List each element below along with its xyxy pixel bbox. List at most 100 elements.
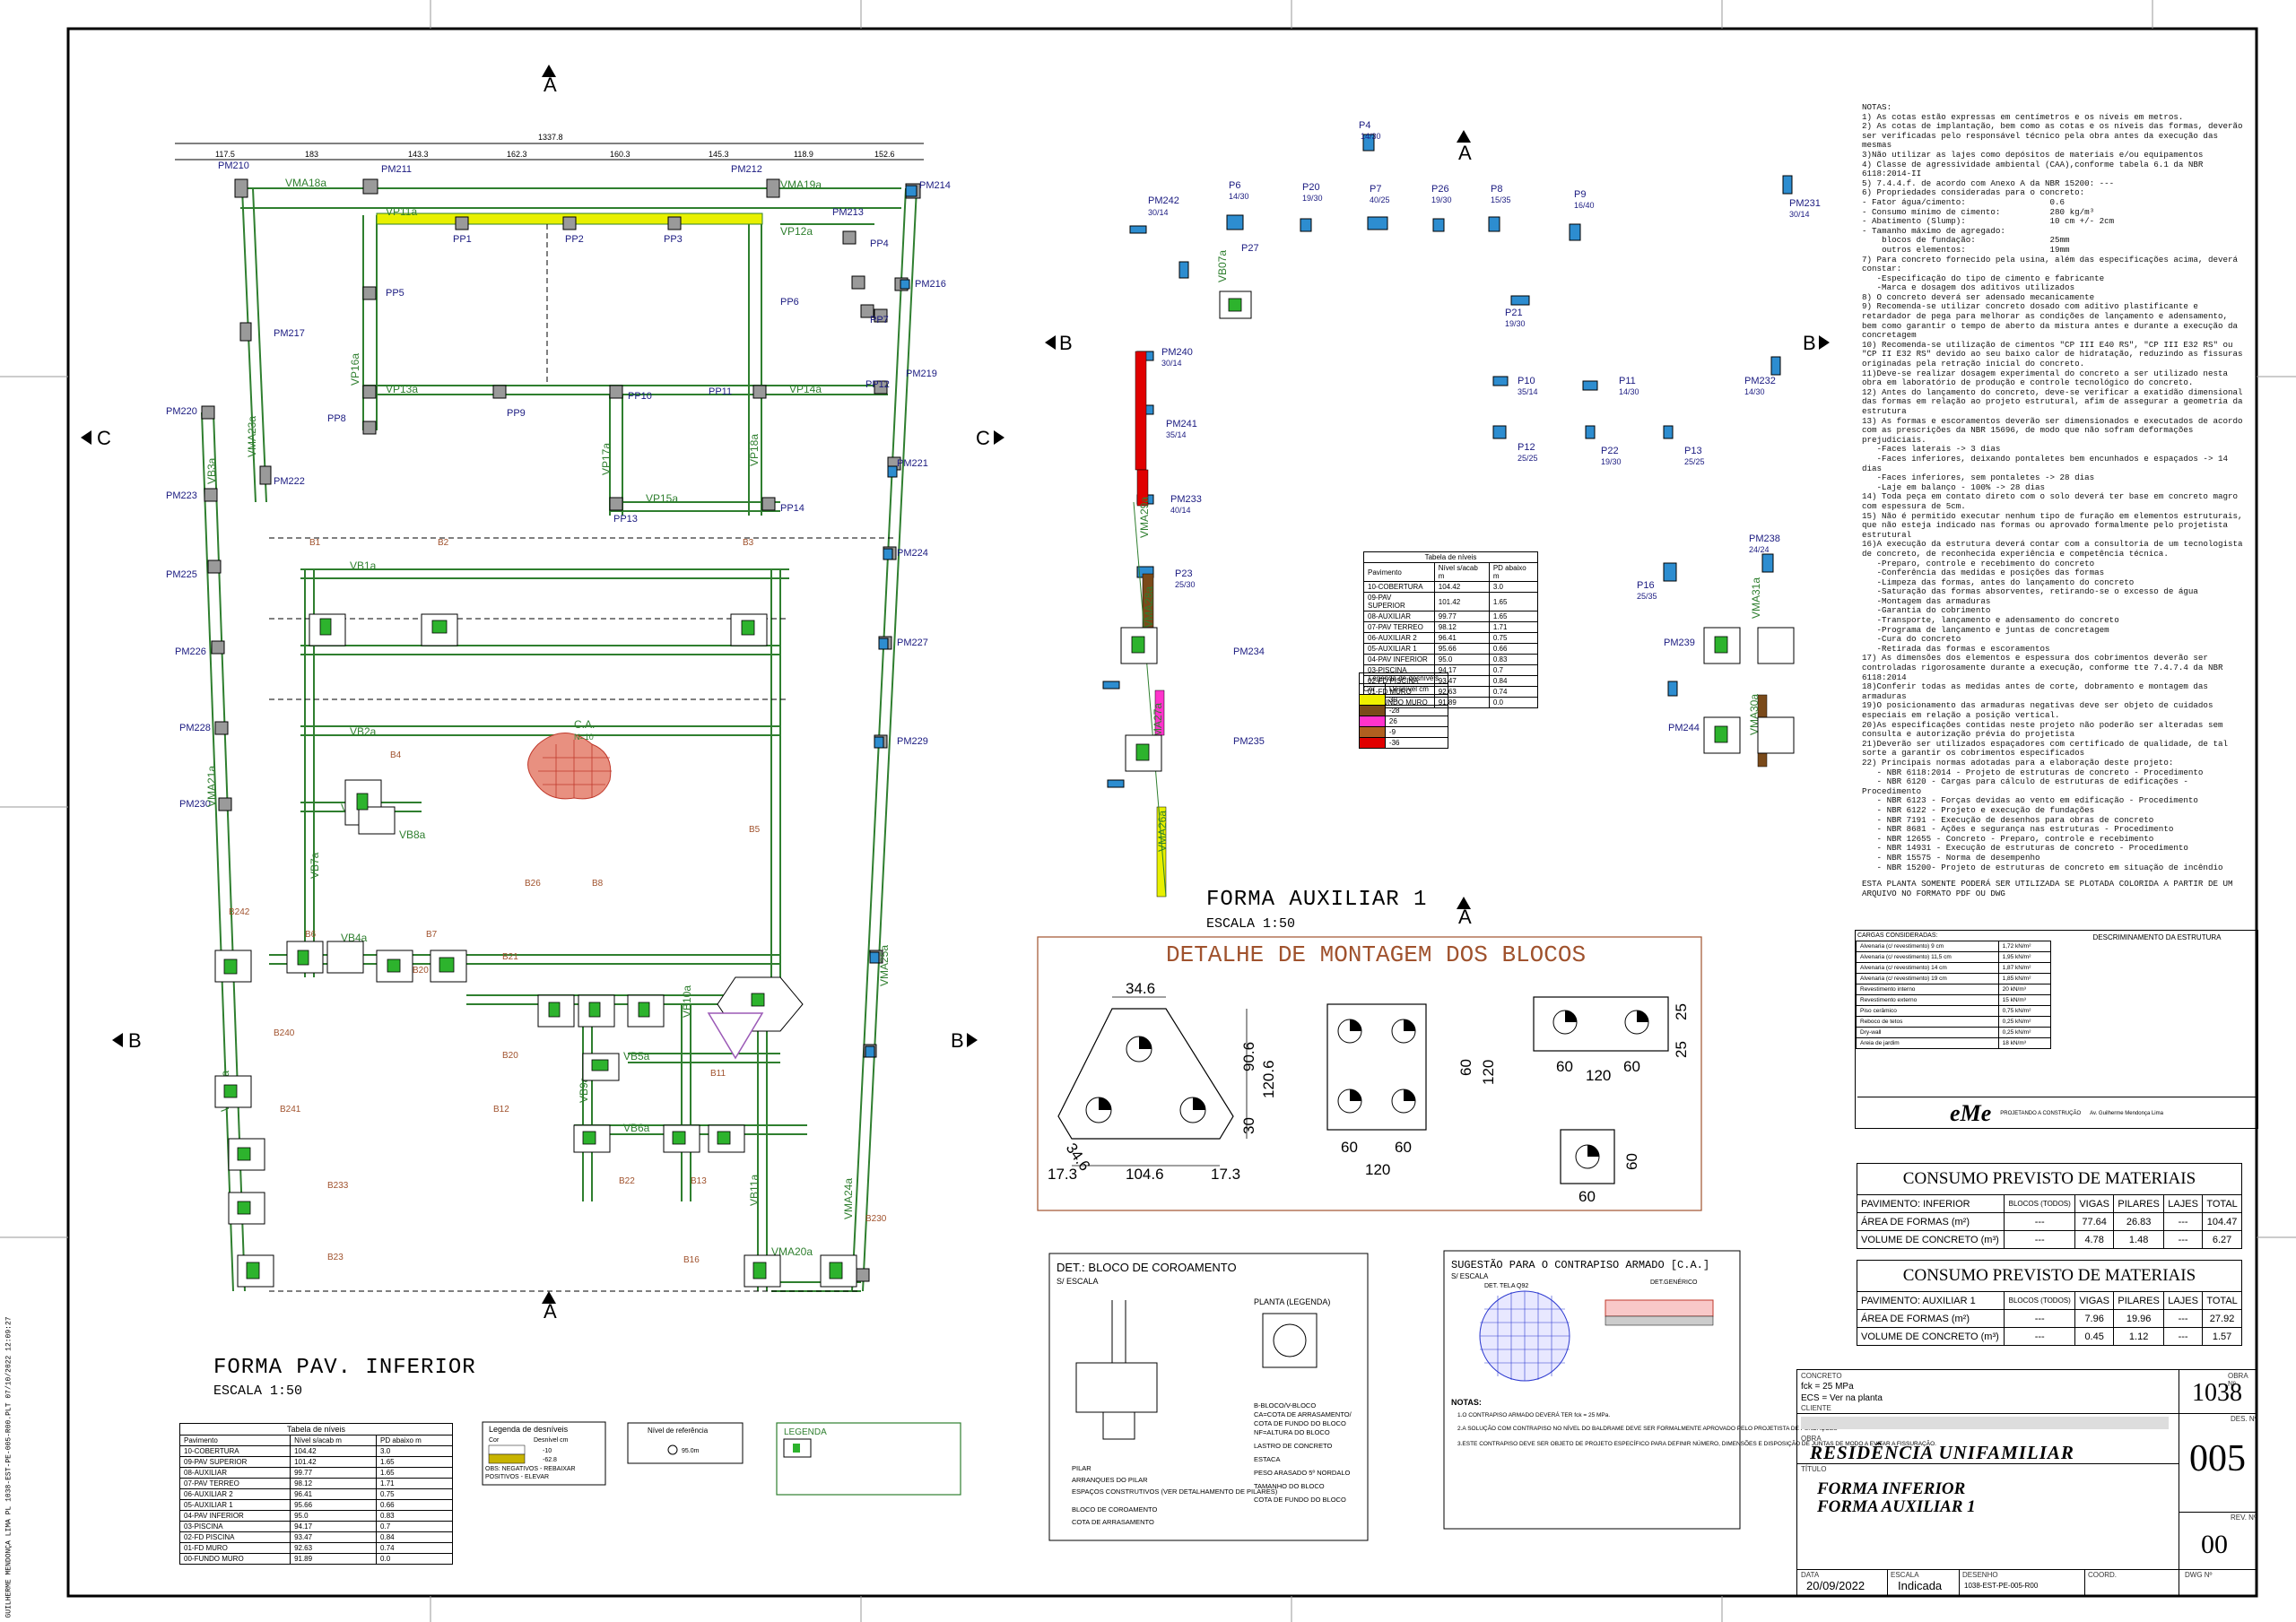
svg-text:15/35: 15/35	[1491, 195, 1511, 204]
svg-text:P20: P20	[1302, 182, 1320, 193]
svg-text:C: C	[976, 427, 990, 449]
svg-text:60: 60	[1457, 1059, 1474, 1076]
svg-text:25/35: 25/35	[1637, 592, 1657, 601]
svg-text:34.6: 34.6	[1126, 980, 1155, 997]
svg-text:PM240: PM240	[1161, 347, 1193, 358]
note-line: - Fator água/cimento: 0.6	[1862, 196, 2066, 207]
svg-text:PP7: PP7	[870, 315, 889, 325]
svg-text:PP11: PP11	[709, 386, 732, 397]
svg-text:120.6: 120.6	[1260, 1060, 1277, 1098]
svg-text:PM221: PM221	[897, 458, 928, 469]
note-line: -Preparo, controle e recebimento do conc…	[1862, 558, 2095, 568]
note-line: -Programa de lançamento e juntas de conc…	[1862, 624, 2109, 635]
forma-auxiliar-scale: ESCALA 1:50	[1206, 916, 1296, 932]
svg-text:30: 30	[1240, 1117, 1257, 1134]
svg-text:-62.8: -62.8	[543, 1457, 557, 1463]
svg-text:VB9a: VB9a	[578, 1076, 590, 1103]
note-line: - NBR 8681 - Ações e segurança nas estru…	[1862, 824, 2174, 835]
svg-text:19/30: 19/30	[1302, 194, 1323, 203]
svg-text:PP2: PP2	[565, 234, 584, 245]
note-line: -Transporte, lançamento e adensamento do…	[1862, 615, 2119, 626]
svg-text:PP10: PP10	[628, 391, 652, 402]
note-line: 19)O posicionamento das armaduras negati…	[1862, 700, 2218, 720]
svg-text:PM225: PM225	[166, 569, 197, 580]
svg-text:14/30: 14/30	[1744, 387, 1765, 396]
cargas-box: CARGAS CONSIDERADAS: Alvenaria (c/ reves…	[1855, 930, 2258, 1129]
svg-text:-10: -10	[543, 1448, 552, 1454]
note-line: 18)Conferir todas as medidas antes de co…	[1862, 681, 2213, 701]
svg-text:PM229: PM229	[897, 736, 928, 747]
svg-text:B11: B11	[710, 1069, 726, 1079]
svg-text:S/ ESCALA: S/ ESCALA	[1451, 1272, 1489, 1280]
svg-text:P22: P22	[1601, 446, 1619, 456]
note-line: 4) Classe de agressividade ambiental (CA…	[1862, 159, 2208, 179]
svg-text:PLANTA (LEGENDA): PLANTA (LEGENDA)	[1254, 1297, 1330, 1306]
revision-number: 00	[2201, 1530, 2228, 1559]
svg-text:PM227: PM227	[897, 638, 928, 648]
company-logo: eMe	[1950, 1099, 1992, 1126]
svg-text:60: 60	[1578, 1188, 1596, 1205]
note-line: 11)Deve-se realizar dosagem experimental…	[1862, 368, 2233, 388]
svg-text:143.3: 143.3	[408, 150, 429, 159]
svg-text:Nível de referência: Nível de referência	[648, 1427, 709, 1435]
svg-text:B2: B2	[438, 538, 449, 548]
note-line: 12) Antes do lançamento do concreto, dev…	[1862, 386, 2248, 416]
note-line: 10) Recomenda-se utilização de cimentos …	[1862, 339, 2248, 369]
note-line: -Faces inferiores, sem pontaletes -> 28 …	[1862, 473, 2095, 483]
svg-text:PM226: PM226	[175, 646, 206, 657]
note-line: - Consumo mínimo de cimento: 280 kg/m³	[1862, 206, 2095, 217]
svg-text:B6: B6	[305, 930, 317, 940]
svg-text:30/14: 30/14	[1789, 210, 1810, 219]
svg-text:152.6: 152.6	[874, 150, 895, 159]
note-line: - NBR 14931 - Execução de estruturas de …	[1862, 843, 2188, 854]
svg-text:PP4: PP4	[870, 239, 889, 249]
svg-text:VP15a: VP15a	[646, 492, 678, 505]
svg-text:PP8: PP8	[327, 413, 346, 424]
svg-text:B5: B5	[749, 825, 761, 835]
svg-text:B4: B4	[390, 750, 402, 760]
titulo-1: FORMA INFERIOR	[1817, 1479, 1966, 1498]
svg-text:PM216: PM216	[915, 279, 946, 290]
svg-text:PM231: PM231	[1789, 198, 1821, 209]
svg-text:LEGENDA: LEGENDA	[784, 1427, 827, 1437]
svg-text:16/40: 16/40	[1574, 201, 1595, 210]
svg-text:60: 60	[1623, 1153, 1640, 1170]
svg-text:PM242: PM242	[1148, 195, 1179, 206]
svg-text:B240: B240	[274, 1028, 295, 1038]
note-line: - NBR 6120 - Cargas para cálculo de estr…	[1862, 776, 2194, 796]
svg-text:ESTACA: ESTACA	[1254, 1455, 1280, 1463]
svg-text:VMA19a: VMA19a	[780, 178, 822, 191]
det-bloco-coroamento: DET.: BLOCO DE COROAMENTO S/ ESCALA PLAN…	[1048, 1253, 1369, 1541]
svg-text:B20: B20	[502, 1051, 518, 1061]
forma-auxiliar-title: FORMA AUXILIAR 1	[1206, 888, 1428, 912]
svg-text:145.3: 145.3	[709, 150, 729, 159]
note-line: - NBR 12655 - Concreto - Preparo, contro…	[1862, 833, 2154, 844]
svg-text:VP11a: VP11a	[386, 205, 417, 218]
svg-text:P27: P27	[1241, 243, 1259, 254]
svg-text:117.5: 117.5	[215, 150, 235, 159]
svg-text:B23: B23	[327, 1253, 344, 1262]
svg-text:SUGESTÃO PARA O CONTRAPISO ARM: SUGESTÃO PARA O CONTRAPISO ARMADO [C.A.]	[1451, 1258, 1709, 1271]
svg-text:COTA DE FUNDO DO BLOCO: COTA DE FUNDO DO BLOCO	[1254, 1419, 1346, 1427]
svg-text:30/14: 30/14	[1148, 208, 1169, 217]
note-line: outros elementos: 19mm	[1862, 244, 2070, 255]
note-line: 16)A execução da estrutura deverá contar…	[1862, 539, 2248, 559]
svg-text:NOTAS:: NOTAS:	[1451, 1398, 1482, 1407]
note-line: 9) Recomenda-se utilizar concreto dosado…	[1862, 301, 2243, 341]
svg-text:VB2a: VB2a	[350, 725, 377, 738]
svg-text:Cor: Cor	[489, 1437, 500, 1444]
svg-text:PP13: PP13	[613, 514, 638, 525]
drawing-number: 005	[2189, 1438, 2246, 1479]
svg-text:25/25: 25/25	[1684, 457, 1705, 466]
svg-text:PM238: PM238	[1749, 533, 1780, 544]
svg-text:B26: B26	[525, 879, 541, 889]
note-line: 21)Deverão ser utilizados espaçadores co…	[1862, 738, 2233, 759]
svg-text:120: 120	[1586, 1067, 1611, 1084]
svg-text:P8: P8	[1491, 184, 1502, 195]
svg-text:PM211: PM211	[381, 164, 412, 175]
note-line: 3)Não utilizar as lajes como depósitos d…	[1862, 149, 2204, 160]
